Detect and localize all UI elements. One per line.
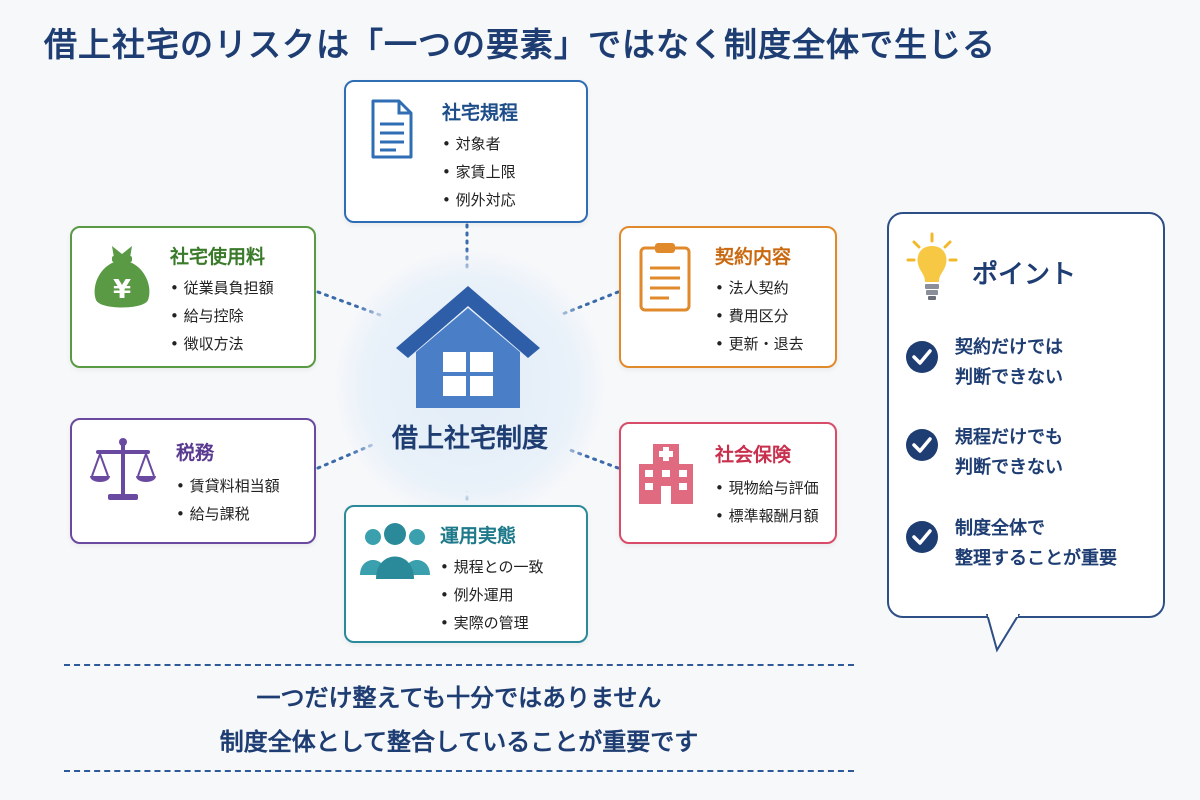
card-item-list: 従業員負担額 給与控除 徴収方法 [170,274,274,358]
footer-divider-bottom [64,770,854,772]
clipboard-icon [639,243,691,312]
card-fee: ¥ 社宅使用料 従業員負担額 給与控除 徴収方法 [70,226,316,368]
card-tax: 税務 賃貸料相当額 給与課税 [70,418,316,544]
card-item: 賃貸料相当額 [176,472,280,500]
card-item-list: 現物給与評価 標準報酬月額 [715,474,819,530]
people-icon [360,523,430,579]
card-item: 従業員負担額 [170,274,274,302]
hospital-icon [639,444,693,504]
money-bag-yen-icon: ¥ [94,246,150,308]
card-rules: 社宅規程 対象者 家賃上限 例外対応 [344,80,588,223]
card-item: 例外対応 [442,186,516,214]
check-circle-icon [906,429,938,461]
card-title: 契約内容 [715,246,792,268]
connector-upper-right [558,290,620,317]
center-label: 借上社宅制度 [391,424,548,454]
card-item: 実際の管理 [440,609,543,637]
check-circle-icon [906,341,938,373]
svg-text:¥: ¥ [113,275,131,305]
scales-icon [90,438,156,500]
card-contract: 契約内容 法人契約 費用区分 更新・退去 [619,226,837,368]
page-title: 借上社宅のリスクは「一つの要素」ではなく制度全体で生じる [44,25,996,64]
point-item: 契約だけでは 判断できない [955,337,1063,388]
document-icon [371,99,413,159]
point-item: 制度全体で 整理することが重要 [955,518,1117,569]
card-item: 現物給与評価 [715,474,819,502]
card-item-list: 規程との一致 例外運用 実際の管理 [440,553,544,637]
point-item: 規程だけでも 判断できない [955,427,1063,478]
card-item: 標準報酬月額 [715,502,819,530]
point-title: ポイント [972,260,1077,290]
card-title: 社宅規程 [442,102,519,124]
card-item: 徴収方法 [170,330,274,358]
card-item: 家賃上限 [442,158,516,186]
card-title: 社会保険 [715,444,792,466]
card-title: 運用実態 [440,525,517,547]
footer-line-1: 一つだけ整えても十分ではありません [256,684,662,712]
card-item: 給与課税 [176,500,280,528]
check-circle-icon [906,521,938,553]
card-item: 更新・退去 [715,330,804,358]
card-item: 給与控除 [170,302,274,330]
card-item: 規程との一致 [440,553,544,581]
lightbulb-icon [906,232,958,300]
card-item: 例外運用 [440,581,543,609]
speech-tail [985,614,1021,653]
card-item: 費用区分 [715,302,804,330]
footer-line-2: 制度全体として整合していることが重要です [219,728,699,756]
footer-divider-top [64,664,854,666]
card-item-list: 賃貸料相当額 給与課税 [176,472,280,528]
card-item: 法人契約 [715,274,804,302]
card-title: 税務 [176,442,215,464]
card-operation: 運用実態 規程との一致 例外運用 実際の管理 [344,505,588,643]
card-item-list: 法人契約 費用区分 更新・退去 [715,274,804,358]
house-icon [396,286,540,408]
card-item-list: 対象者 家賃上限 例外対応 [442,130,516,214]
card-insurance: 社会保険 現物給与評価 標準報酬月額 [619,422,837,544]
card-title: 社宅使用料 [170,246,266,268]
card-item: 対象者 [442,130,516,158]
